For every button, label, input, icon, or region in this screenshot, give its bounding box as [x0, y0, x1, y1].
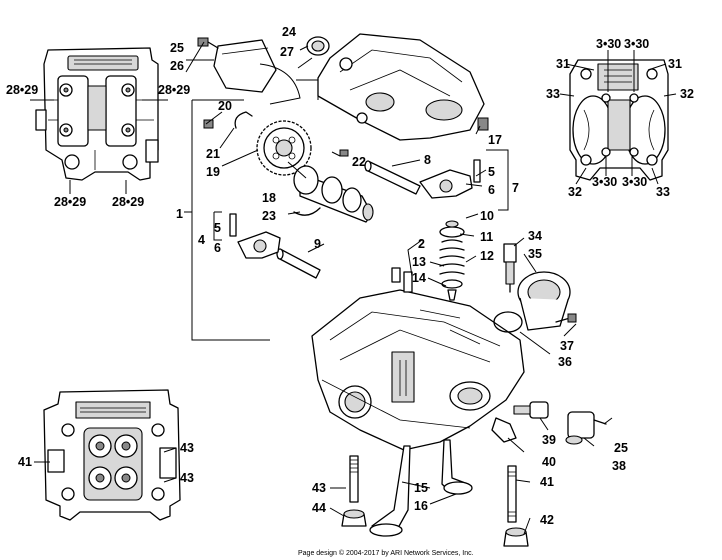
label-6-upper: 6	[488, 183, 495, 197]
label-3-30-c: 3•30	[592, 175, 617, 189]
label-33-right: 33	[656, 185, 670, 199]
footer-copyright: Page design © 2004-2017 by ARI Network S…	[298, 549, 474, 557]
label-24: 24	[282, 25, 296, 39]
label-1: 1	[176, 207, 183, 221]
label-41-left: 41	[18, 455, 32, 469]
label-4: 4	[198, 233, 205, 247]
camshaft-18	[293, 165, 374, 223]
label-14: 14	[412, 271, 426, 285]
label-6-lower: 6	[214, 241, 221, 255]
label-38: 38	[612, 459, 626, 473]
label-23: 23	[262, 209, 276, 223]
label-33-left: 33	[546, 87, 560, 101]
label-26: 26	[170, 59, 184, 73]
label-16: 16	[414, 499, 428, 513]
head-top-view-left	[35, 47, 159, 181]
label-12: 12	[480, 249, 494, 263]
label-31-left: 31	[556, 57, 570, 71]
label-41-right: 41	[540, 475, 554, 489]
valve-cover	[317, 33, 485, 141]
label-22: 22	[352, 155, 366, 169]
label-8: 8	[424, 153, 431, 167]
label-42: 42	[540, 513, 554, 527]
label-2: 2	[418, 237, 425, 251]
label-43-b: 43	[180, 471, 194, 485]
label-32-top: 32	[680, 87, 694, 101]
shaft-8	[364, 160, 421, 195]
label-5-lower: 5	[214, 221, 221, 235]
bolt-20	[203, 119, 214, 129]
label-43-a: 43	[180, 441, 194, 455]
clip-23	[293, 207, 321, 216]
head-top-view-right	[569, 59, 669, 181]
label-36: 36	[558, 355, 572, 369]
rocker-arm-lower	[229, 213, 281, 259]
label-21: 21	[206, 147, 220, 161]
label-18: 18	[262, 191, 276, 205]
shaft-9	[276, 248, 321, 279]
label-28-29-a: 28•29	[6, 83, 38, 97]
valve-16	[441, 439, 473, 495]
label-28-29-d: 28•29	[112, 195, 144, 209]
bolt-37	[555, 313, 577, 323]
o-ring-36	[493, 311, 523, 333]
valve-spring-stack	[439, 220, 465, 301]
tensioner-26	[213, 39, 301, 105]
label-32-bottom: 32	[568, 185, 582, 199]
cylinder-head-main	[311, 267, 525, 451]
label-39: 39	[542, 433, 556, 447]
label-25-top: 25	[170, 41, 184, 55]
sprocket-19	[256, 120, 312, 176]
label-7: 7	[512, 181, 519, 195]
plug-17	[477, 117, 489, 131]
label-3-30-b: 3•30	[624, 37, 649, 51]
label-25-bottom: 25	[614, 441, 628, 455]
label-3-30-d: 3•30	[622, 175, 647, 189]
rocker-arm-upper	[419, 159, 481, 199]
label-17: 17	[488, 133, 502, 147]
label-10: 10	[480, 209, 494, 223]
pin-22	[339, 149, 349, 157]
label-19: 19	[206, 165, 220, 179]
nut-44	[341, 509, 367, 527]
valve-15	[369, 445, 411, 537]
label-40: 40	[542, 455, 556, 469]
manifold-35	[517, 271, 571, 331]
label-35: 35	[528, 247, 542, 261]
leader-lines	[30, 41, 677, 535]
head-bottom-view	[43, 389, 181, 521]
bolt-25	[197, 37, 219, 49]
label-27: 27	[280, 45, 294, 59]
label-11: 11	[480, 230, 493, 244]
sensor-38	[565, 411, 607, 445]
nut-42	[503, 527, 529, 547]
label-15: 15	[414, 481, 428, 495]
spark-plug-12	[503, 243, 517, 293]
label-5-upper: 5	[488, 165, 495, 179]
label-13: 13	[412, 255, 426, 269]
label-9: 9	[314, 237, 321, 251]
label-28-29-b: 28•29	[158, 83, 190, 97]
label-44: 44	[312, 501, 326, 515]
cap-24	[306, 36, 330, 56]
label-3-30-a: 3•30	[596, 37, 621, 51]
label-28-29-c: 28•29	[54, 195, 86, 209]
label-34: 34	[528, 229, 542, 243]
stud-41	[507, 465, 517, 523]
clip-21	[234, 111, 253, 129]
label-31-right: 31	[668, 57, 682, 71]
callout-labels: 1 2 4 5 5 6 6 7 8 9 10 11 12 13 14 15 16…	[6, 25, 694, 527]
label-37: 37	[560, 339, 574, 353]
label-43-c: 43	[312, 481, 326, 495]
label-20: 20	[218, 99, 232, 113]
sensor-40	[491, 417, 517, 443]
sensor-39	[513, 401, 549, 419]
stud-43	[349, 455, 359, 503]
